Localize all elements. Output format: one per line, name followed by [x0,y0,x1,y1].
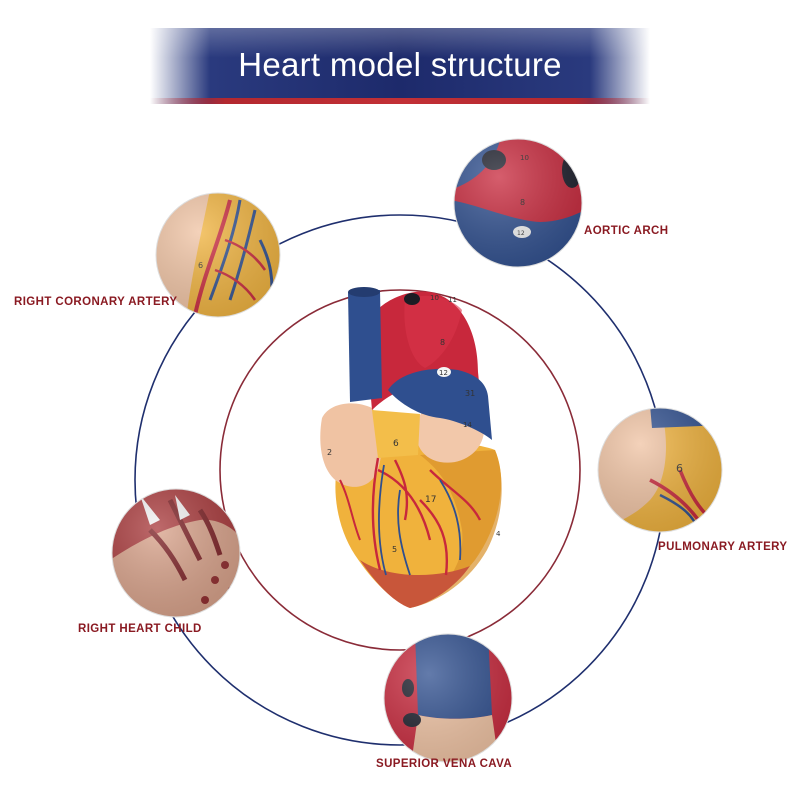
model-number: 14 [463,421,472,429]
model-number: 10 [430,294,439,302]
detail-right-coronary-artery: 6 [156,193,280,317]
banner-shine [150,28,650,59]
heart-model: 2 6 8 10 11 12 14 17 31 5 4 [320,287,502,608]
model-number: 6 [393,439,399,449]
model-number: 12 [439,369,448,377]
model-number: 11 [448,296,457,304]
detail-pulmonary-artery: 6 [598,408,722,532]
detail-right-heart-child [112,489,240,617]
label-right-coronary-artery: RIGHT CORONARY ARTERY [14,296,178,308]
label-aortic-arch: AORTIC ARCH [584,225,669,237]
model-number: 8 [440,338,445,347]
label-right-heart-child: RIGHT HEART CHILD [78,623,202,635]
model-number: 17 [425,495,436,505]
detail-aortic-arch: 12 8 10 [454,139,582,267]
model-number: 2 [327,448,332,457]
banner-red-stripe [150,98,650,104]
model-number: 31 [465,389,475,398]
label-superior-vena-cava: SUPERIOR VENA CAVA [376,758,513,770]
model-number: 4 [496,530,501,538]
model-number: 5 [392,545,397,554]
detail-superior-vena-cava [384,634,512,762]
page-title: Heart model structure [238,46,562,83]
inner-ring [219,289,581,651]
title-banner: Heart model structure [150,28,650,104]
label-pulmonary-artery: PULMONARY ARTERY [658,541,788,553]
